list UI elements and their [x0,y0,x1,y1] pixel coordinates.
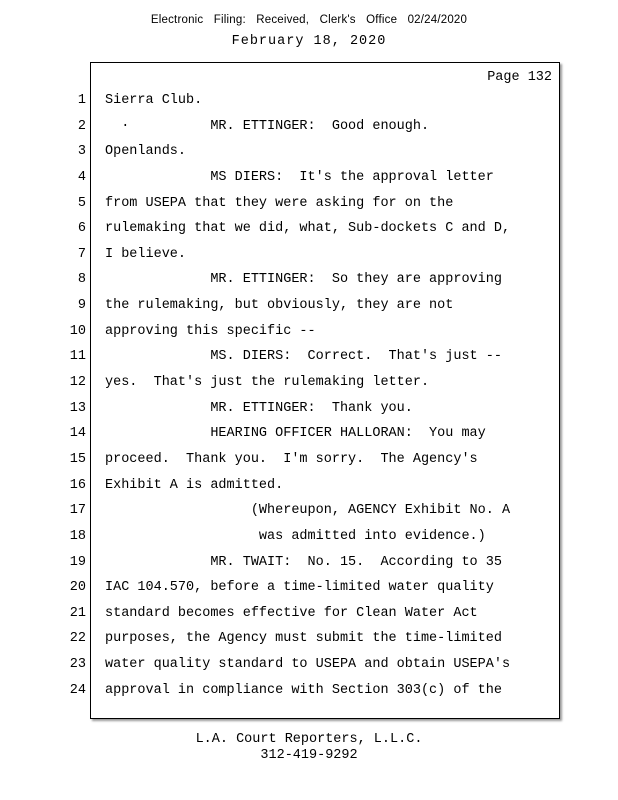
court-reporter-phone: 312-419-9292 [260,748,358,763]
transcript-line: 12 yes. That's just the rulemaking letter… [0,375,618,401]
transcript-line: 13 MR. ETTINGER: Thank you. [0,401,618,427]
transcript-line: 23 water quality standard to USEPA and ob… [0,657,618,683]
line-text: (Whereupon, AGENCY Exhibit No. A [105,503,511,519]
transcript-line: 20 IAC 104.570, before a time-limited wat… [0,580,618,606]
transcript-line: 15 proceed. Thank you. I'm sorry. The Age… [0,452,618,478]
transcript-line: 9 the rulemaking, but obviously, they are… [0,298,618,324]
line-number: 23 [69,657,86,673]
transcript-line: 22 purposes, the Agency must submit the t… [0,631,618,657]
line-number: 13 [69,400,86,416]
transcript-line: 5 from USEPA that they were asking for on… [0,196,618,222]
transcript-line: 10 approving this specific -- [0,324,618,350]
line-number: 11 [69,349,86,365]
line-text: MS. DIERS: Correct. That's just -- [105,349,502,365]
line-number: 8 [77,272,86,288]
transcript-line: 17 (Whereupon, AGENCY Exhibit No. A [0,503,618,529]
transcript-line: 19 MR. TWAIT: No. 15. According to 35 [0,555,618,581]
line-text: MR. ETTINGER: Thank you. [105,400,413,416]
line-text: purposes, the Agency must submit the tim… [105,631,502,647]
line-text: Sierra Club. [105,93,203,108]
line-text: proceed. Thank you. I'm sorry. The Agenc… [105,451,478,467]
transcript-line: 11 MS. DIERS: Correct. That's just -- [0,349,618,375]
transcript-line: 21 standard becomes effective for Clean W… [0,606,618,632]
line-number: 24 [69,682,86,698]
line-number: 7 [77,246,86,262]
line-number: 6 [77,221,86,237]
transcript-line: 2 · MR. ETTINGER: Good enough. [0,119,618,145]
line-text: was admitted into evidence.) [105,528,486,544]
line-text: yes. That's just the rulemaking letter. [105,375,430,391]
line-number: 20 [69,580,86,596]
line-number: 1 [77,93,86,108]
transcript-line: 14 HEARING OFFICER HALLORAN: You may [0,426,618,452]
line-number: 12 [69,375,86,391]
line-text: MR. TWAIT: No. 15. According to 35 [105,554,502,570]
line-number: 21 [69,605,86,621]
electronic-filing-header: Electronic Filing: Received, Clerk's Off… [150,14,468,26]
line-text: rulemaking that we did, what, Sub-docket… [105,221,511,237]
line-number: 3 [77,144,86,160]
line-text: HEARING OFFICER HALLORAN: You may [105,426,486,442]
line-text: MS DIERS: It's the approval letter [105,169,494,185]
transcript-line: 3 Openlands. [0,144,618,170]
line-text: MR. ETTINGER: So they are approving [105,272,502,288]
line-number: 2 [77,118,86,134]
hearing-date: February 18, 2020 [231,34,387,49]
line-text: · MR. ETTINGER: Good enough. [105,118,430,134]
transcript-line: 8 MR. ETTINGER: So they are approving [0,272,618,298]
reporter-footer: L.A. Court Reporters, L.L.C. 312-419-929… [0,732,618,764]
line-number: 14 [69,426,86,442]
transcript-line: 1 Sierra Club. [0,93,618,119]
transcript-line: 24 approval in compliance with Section 30… [0,683,618,709]
line-text: IAC 104.570, before a time-limited water… [105,580,494,596]
line-number: 18 [69,528,86,544]
line-text: Openlands. [105,144,187,160]
line-text: from USEPA that they were asking for on … [105,195,454,211]
line-number: 5 [77,195,86,211]
line-number: 19 [69,554,86,570]
page-number-label: Page 132 [487,70,552,85]
transcript-line: 6 rulemaking that we did, what, Sub-docke… [0,221,618,247]
line-text: approving this specific -- [105,323,316,339]
line-number: 10 [69,323,86,339]
line-text: the rulemaking, but obviously, they are … [105,298,454,314]
line-number: 16 [69,477,86,493]
line-number: 9 [77,298,86,314]
court-reporter-name: L.A. Court Reporters, L.L.C. [195,732,423,747]
line-text: standard becomes effective for Clean Wat… [105,605,478,621]
transcript-border-box [90,62,560,719]
transcript-line: 7 I believe. [0,247,618,273]
line-number: 15 [69,451,86,467]
transcript-lines: 1 Sierra Club. 2 · MR. ETTINGER: Good enou… [0,93,618,708]
transcript-line: 16 Exhibit A is admitted. [0,478,618,504]
transcript-line: 18 was admitted into evidence.) [0,529,618,555]
line-text: approval in compliance with Section 303(… [105,682,502,698]
line-number: 4 [77,169,86,185]
line-number: 22 [69,631,86,647]
transcript-line: 4 MS DIERS: It's the approval letter [0,170,618,196]
line-number: 17 [69,503,86,519]
line-text: Exhibit A is admitted. [105,477,284,493]
line-text: I believe. [105,246,187,262]
line-text: water quality standard to USEPA and obta… [105,657,511,673]
